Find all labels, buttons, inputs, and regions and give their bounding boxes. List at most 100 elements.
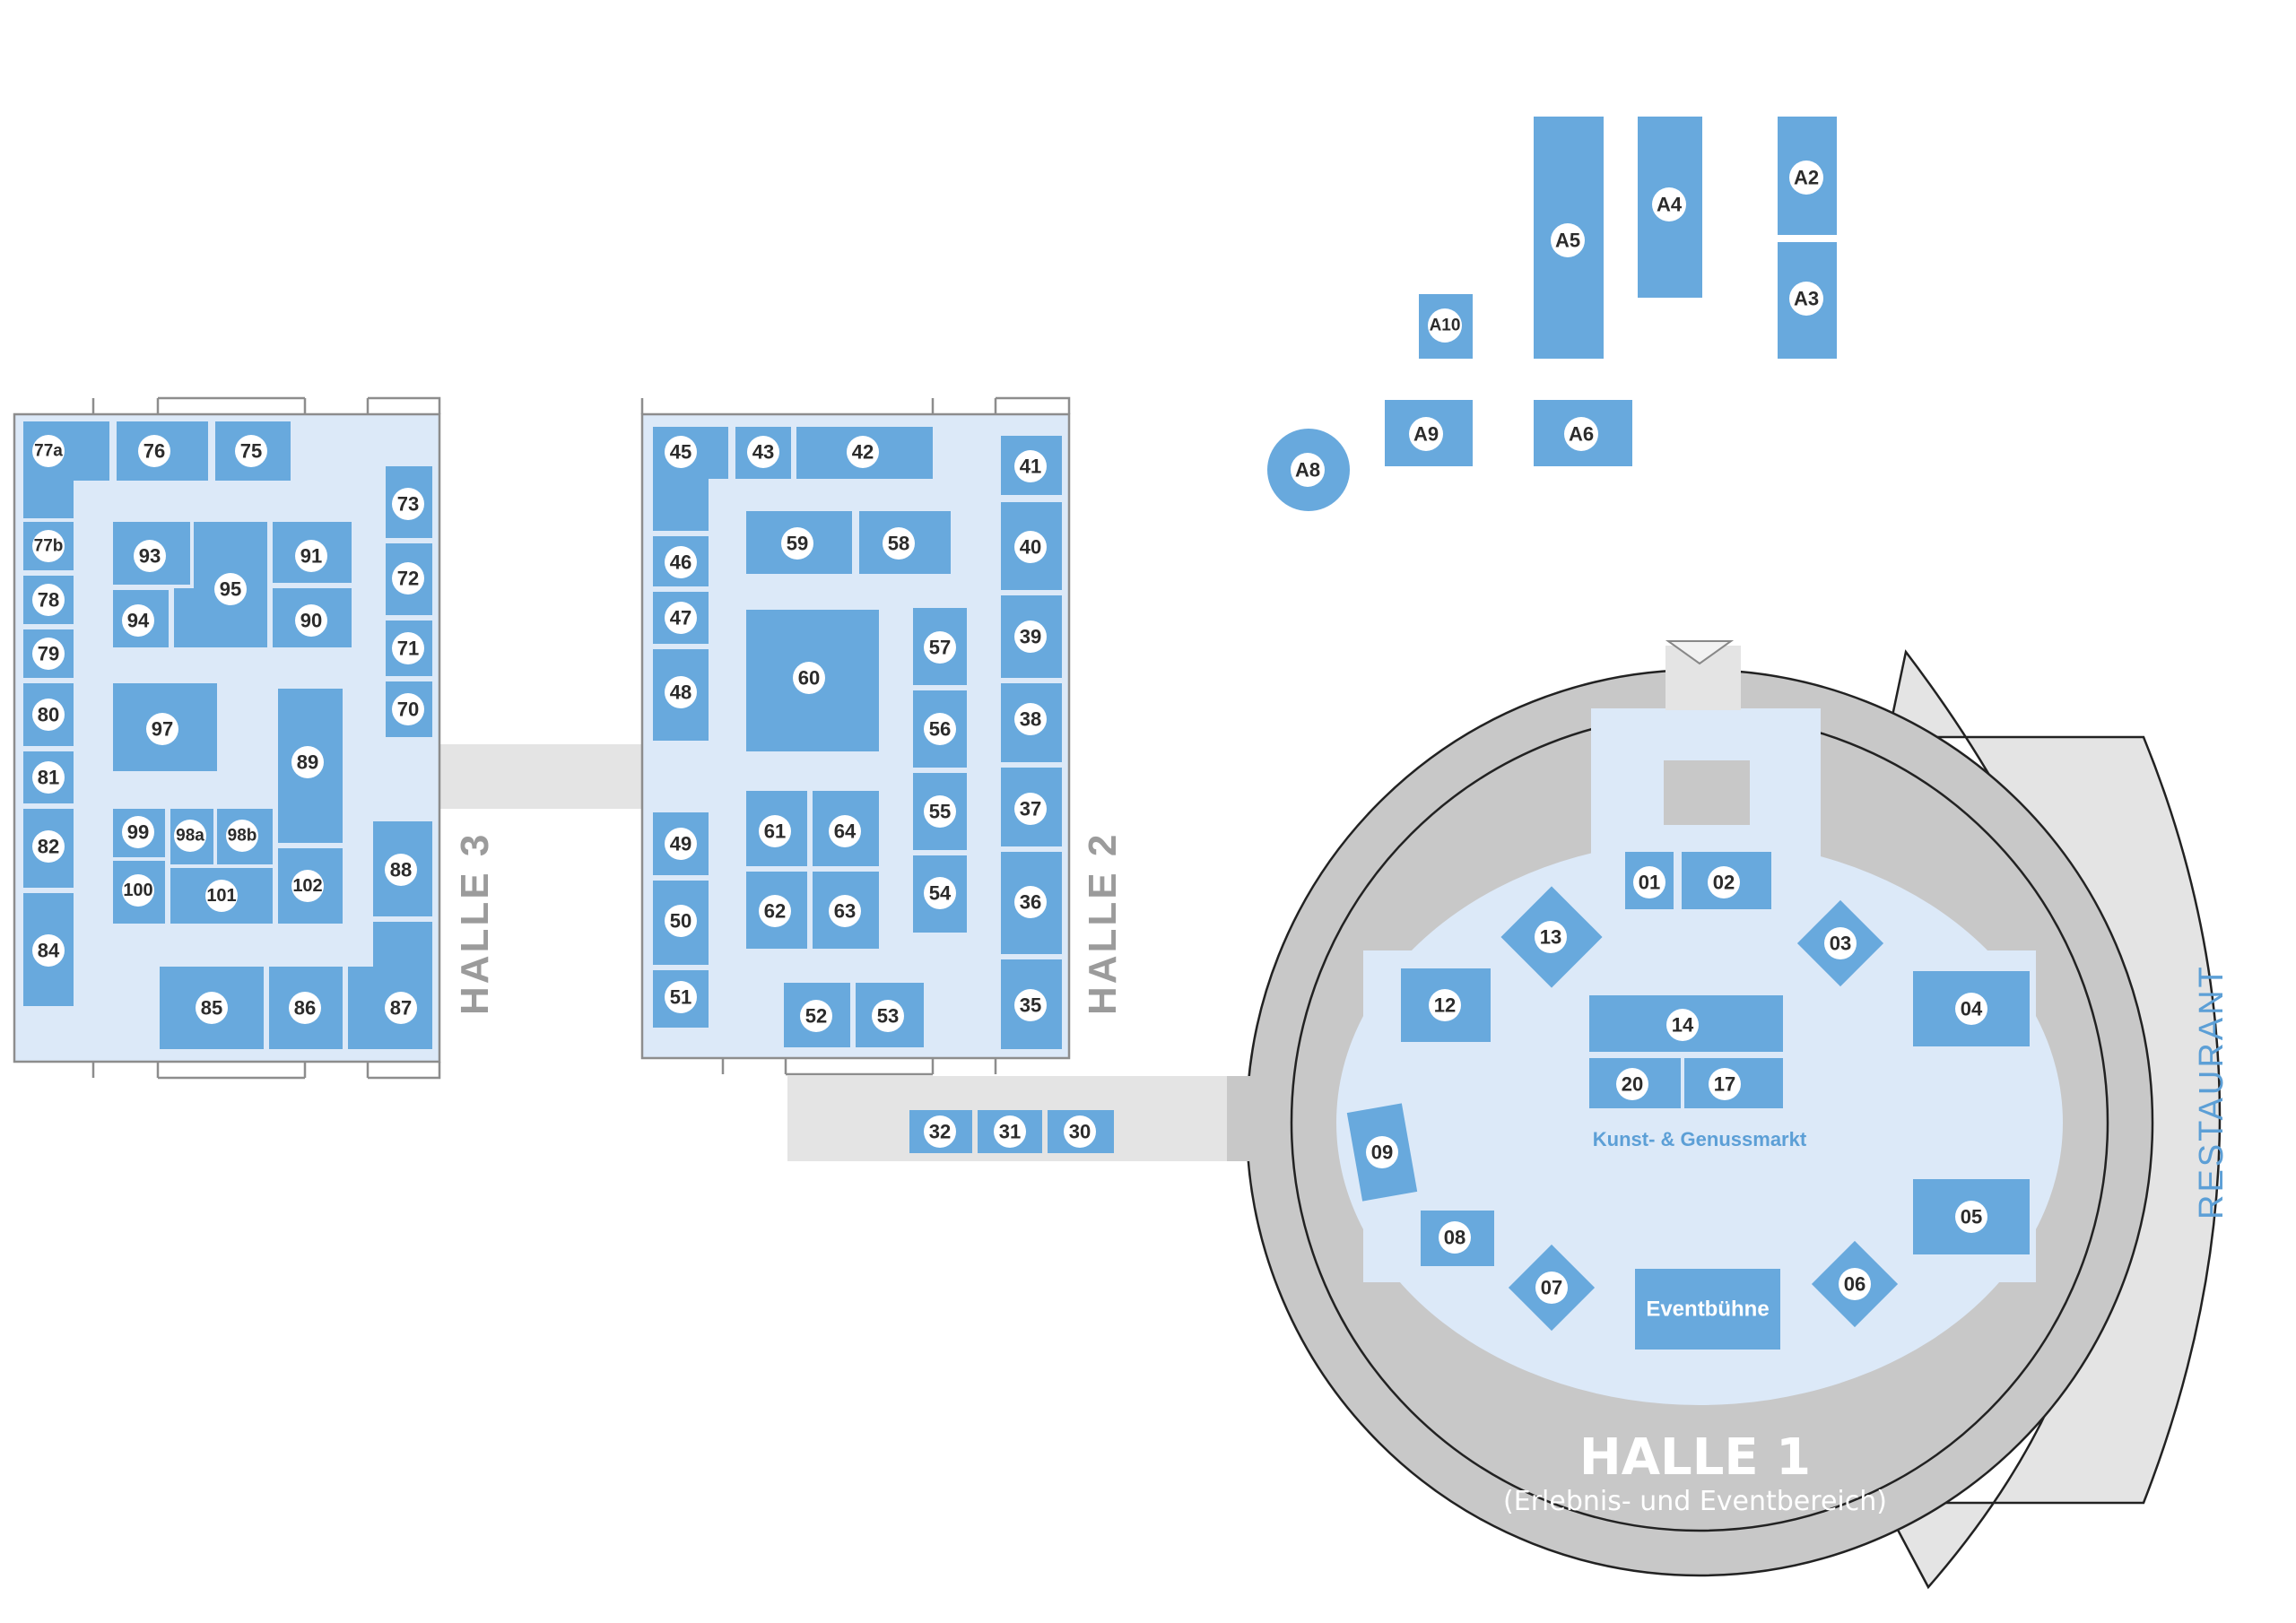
halle3-door-ticks <box>91 396 441 1080</box>
booth-63[interactable]: 63 <box>813 872 879 949</box>
booth-01[interactable]: 01 <box>1625 852 1674 909</box>
booth-41[interactable]: 41 <box>1001 436 1062 495</box>
booth-label: 88 <box>390 859 412 881</box>
booth-label: 20 <box>1622 1073 1643 1096</box>
booth-86[interactable]: 86 <box>269 967 343 1049</box>
booth-59[interactable]: 59 <box>746 511 852 574</box>
booth-99[interactable]: 99 <box>113 809 165 857</box>
booth-91[interactable]: 91 <box>273 522 352 583</box>
booth-70[interactable]: 70 <box>386 681 432 737</box>
booth-87[interactable]: 87 <box>348 922 432 1049</box>
booth-label: 93 <box>139 545 161 568</box>
booth-58[interactable]: 58 <box>859 511 951 574</box>
booth-label: 52 <box>805 1005 827 1028</box>
booth-102[interactable]: 102 <box>278 848 343 924</box>
booth-47[interactable]: 47 <box>653 592 709 644</box>
booth-52[interactable]: 52 <box>784 983 850 1047</box>
booth-64[interactable]: 64 <box>813 791 879 866</box>
booth-09[interactable]: 09 <box>1346 1103 1418 1202</box>
booth-81[interactable]: 81 <box>23 751 74 803</box>
booth-12[interactable]: 12 <box>1401 968 1491 1042</box>
booth-54[interactable]: 54 <box>913 855 967 933</box>
booth-72[interactable]: 72 <box>386 543 432 615</box>
booth-32[interactable]: 32 <box>909 1110 972 1153</box>
booth-A5[interactable]: A5 <box>1534 117 1604 359</box>
booth-60[interactable]: 60 <box>746 610 879 751</box>
booth-53[interactable]: 53 <box>856 983 924 1047</box>
booth-07[interactable]: 07 <box>1508 1244 1596 1332</box>
booth-76[interactable]: 76 <box>117 421 208 481</box>
booth-56[interactable]: 56 <box>913 690 967 768</box>
booth-36[interactable]: 36 <box>1001 852 1062 954</box>
booth-43[interactable]: 43 <box>735 427 791 479</box>
booth-84[interactable]: 84 <box>23 893 74 1006</box>
booth-85[interactable]: 85 <box>160 967 264 1049</box>
corridor-halle3-halle2[interactable] <box>439 744 642 809</box>
booth-51[interactable]: 51 <box>653 970 709 1028</box>
booth-45[interactable]: 45 <box>653 427 728 531</box>
booth-50[interactable]: 50 <box>653 881 709 965</box>
booth-label: 100 <box>123 881 152 900</box>
booth-14[interactable]: 14 <box>1589 995 1783 1052</box>
booth-label: 09 <box>1371 1141 1393 1164</box>
booth-label: 55 <box>929 801 951 823</box>
booth-04[interactable]: 04 <box>1913 971 2030 1046</box>
booth-A10[interactable]: A10 <box>1419 294 1473 359</box>
booth-05[interactable]: 05 <box>1913 1179 2030 1254</box>
booth-A3[interactable]: A3 <box>1778 242 1837 359</box>
booth-A2[interactable]: A2 <box>1778 117 1837 235</box>
booth-55[interactable]: 55 <box>913 773 967 850</box>
booth-08[interactable]: 08 <box>1421 1211 1494 1266</box>
booth-40[interactable]: 40 <box>1001 502 1062 590</box>
booth-95[interactable]: 95 <box>174 522 267 647</box>
event-stage[interactable]: Eventbühne <box>1635 1269 1780 1350</box>
booth-71[interactable]: 71 <box>386 621 432 676</box>
booth-94[interactable]: 94 <box>113 590 169 647</box>
booth-98b[interactable]: 98b <box>217 809 273 864</box>
booth-02[interactable]: 02 <box>1682 852 1771 909</box>
booth-78[interactable]: 78 <box>23 576 74 624</box>
booth-48[interactable]: 48 <box>653 649 709 741</box>
booth-37[interactable]: 37 <box>1001 768 1062 846</box>
booth-20[interactable]: 20 <box>1589 1058 1681 1108</box>
booth-A9[interactable]: A9 <box>1385 400 1473 466</box>
booth-46[interactable]: 46 <box>653 536 709 586</box>
booth-100[interactable]: 100 <box>113 861 165 924</box>
booth-A6[interactable]: A6 <box>1534 400 1632 466</box>
booth-label: 41 <box>1020 456 1041 478</box>
booth-49[interactable]: 49 <box>653 812 709 875</box>
booth-80[interactable]: 80 <box>23 683 74 746</box>
booth-57[interactable]: 57 <box>913 608 967 685</box>
booth-38[interactable]: 38 <box>1001 683 1062 762</box>
booth-A8[interactable]: A8 <box>1267 429 1350 511</box>
booth-62[interactable]: 62 <box>746 872 807 949</box>
booth-label: 35 <box>1020 994 1041 1017</box>
booth-73[interactable]: 73 <box>386 466 432 538</box>
booth-93[interactable]: 93 <box>113 522 190 585</box>
booth-30[interactable]: 30 <box>1048 1110 1114 1153</box>
booth-35[interactable]: 35 <box>1001 959 1062 1049</box>
booth-42[interactable]: 42 <box>796 427 933 479</box>
booth-label: 91 <box>300 545 322 568</box>
booth-101[interactable]: 101 <box>170 868 273 924</box>
booth-label: A4 <box>1657 194 1683 216</box>
booth-label: 04 <box>1961 998 1983 1020</box>
booth-A4[interactable]: A4 <box>1638 117 1702 298</box>
stage-label: Eventbühne <box>1646 1298 1769 1322</box>
booth-98a[interactable]: 98a <box>170 809 213 864</box>
booth-77a[interactable]: 77a <box>23 421 109 518</box>
booth-90[interactable]: 90 <box>273 588 352 647</box>
booth-79[interactable]: 79 <box>23 629 74 678</box>
booth-31[interactable]: 31 <box>978 1110 1042 1153</box>
booth-17[interactable]: 17 <box>1684 1058 1783 1108</box>
booth-97[interactable]: 97 <box>113 683 217 771</box>
booth-39[interactable]: 39 <box>1001 595 1062 678</box>
booth-75[interactable]: 75 <box>215 421 291 481</box>
booth-label: 42 <box>852 441 874 464</box>
booth-88[interactable]: 88 <box>373 821 432 916</box>
booth-77b[interactable]: 77b <box>23 522 74 570</box>
booth-61[interactable]: 61 <box>746 791 807 866</box>
booth-label: 87 <box>390 997 412 1020</box>
booth-82[interactable]: 82 <box>23 809 74 888</box>
booth-89[interactable]: 89 <box>278 689 343 843</box>
